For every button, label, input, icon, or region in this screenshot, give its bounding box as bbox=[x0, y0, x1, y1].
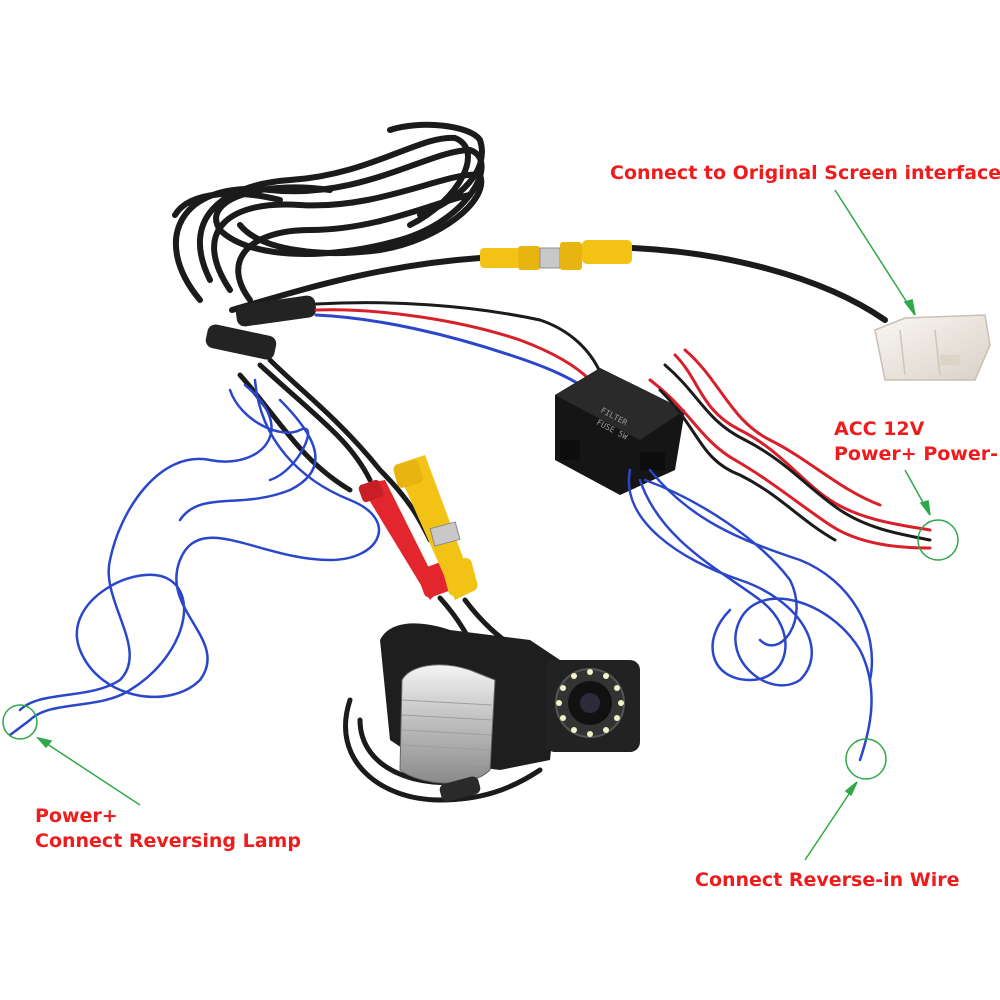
filter-box-icon: FILTER FUSE 5W bbox=[555, 368, 685, 495]
callout-power-line1: Power+ bbox=[35, 805, 118, 827]
callout-acc-line2: Power+ Power- bbox=[834, 443, 998, 465]
rca-plug-yellow bbox=[393, 455, 478, 600]
plug-icon bbox=[874, 314, 991, 381]
video-output-cable bbox=[229, 245, 888, 323]
power-wires bbox=[314, 301, 602, 390]
callout-screen-interface: Connect to Original Screen interface bbox=[610, 162, 1000, 184]
camera-icon bbox=[380, 623, 640, 802]
callout-power-line2: Connect Reversing Lamp bbox=[35, 830, 301, 852]
callout-acc-line1: ACC 12V bbox=[834, 418, 925, 440]
callout-reverse-in: Connect Reverse-in Wire bbox=[695, 869, 960, 891]
acc-power-wires bbox=[648, 348, 932, 550]
inline-connector bbox=[205, 295, 317, 360]
leader-lines bbox=[2, 189, 959, 861]
reverse-in-wire bbox=[627, 468, 874, 762]
camera-cables bbox=[237, 357, 433, 543]
ir-leds bbox=[556, 669, 624, 737]
black-cable-coil bbox=[172, 121, 485, 303]
rca-connector-icon bbox=[480, 240, 632, 270]
lamp-ribs bbox=[401, 699, 493, 766]
reversing-lamp-wire bbox=[8, 378, 381, 737]
